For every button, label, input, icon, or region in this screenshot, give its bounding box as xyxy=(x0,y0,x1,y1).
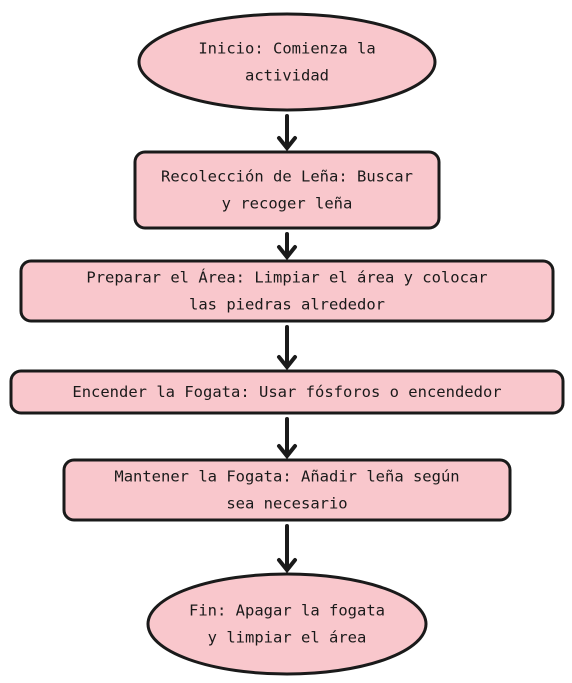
end-terminal-shape xyxy=(146,572,428,676)
node-maintain: Mantener la Fogata: Añadir leña según sea… xyxy=(62,458,512,522)
node-end-text-line-1: Fin: Apagar la fogata xyxy=(189,602,385,620)
arrow-prepare-to-light xyxy=(277,325,297,371)
node-maintain-text-line-1: Mantener la Fogata: Añadir leña según xyxy=(114,468,459,486)
arrow-light-to-maintain xyxy=(277,417,297,460)
node-light: Encender la Fogata: Usar fósforos o ence… xyxy=(9,369,565,415)
node-collect-text-line-2: y recoger leña xyxy=(222,195,353,213)
node-prepare-text-line-1: Preparar el Área: Limpiar el área y colo… xyxy=(86,268,487,287)
node-collect-text-line-1: Recolección de Leña: Buscar xyxy=(161,168,413,186)
node-prepare-text-line-2: las piedras alrededor xyxy=(189,296,385,314)
process-box-shape xyxy=(133,150,441,230)
node-maintain-text-line-2: sea necesario xyxy=(226,495,347,513)
process-box-shape xyxy=(62,458,512,522)
node-start-text-line-1: Inicio: Comienza la xyxy=(198,40,375,58)
process-box-shape xyxy=(9,369,565,415)
node-end: Fin: Apagar la fogata y limpiar el área xyxy=(146,572,428,676)
node-light-text-line-1: Encender la Fogata: Usar fósforos o ence… xyxy=(72,383,501,401)
arrow-maintain-to-end xyxy=(277,524,297,574)
node-start: Inicio: Comienza la actividad xyxy=(137,12,437,112)
process-box-shape xyxy=(19,259,555,323)
node-start-text-line-2: actividad xyxy=(245,67,329,85)
node-collect: Recolección de Leña: Buscar y recoger leñ… xyxy=(133,150,441,230)
edges xyxy=(277,114,297,574)
nodes: Inicio: Comienza la actividadRecolección … xyxy=(9,12,565,676)
node-end-text-line-2: y limpiar el área xyxy=(208,629,367,647)
start-terminal-shape xyxy=(137,12,437,112)
arrow-collect-to-prepare xyxy=(277,232,297,261)
node-prepare: Preparar el Área: Limpiar el área y colo… xyxy=(19,259,555,323)
arrow-start-to-collect xyxy=(277,114,297,152)
